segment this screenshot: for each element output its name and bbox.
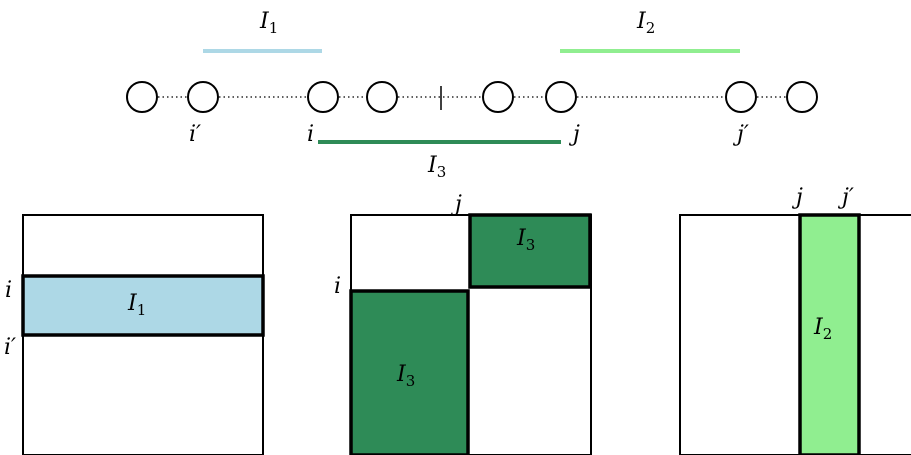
block-label-I1: I1: [127, 291, 146, 319]
node-circle: [545, 81, 577, 113]
interval-label-I2: I2: [636, 9, 655, 37]
block-I3-upper: [468, 213, 592, 289]
block-label-I3-upper: I3: [516, 226, 535, 254]
interval-label-I3: I3: [427, 153, 446, 181]
node-circle: [307, 81, 339, 113]
node-circle: [187, 81, 219, 113]
matrix-frame: [679, 214, 911, 455]
col-label-j-prime: j′: [837, 185, 854, 210]
row-label-i-prime: i′: [4, 335, 16, 360]
node-circle: [482, 81, 514, 113]
col-label-j: j: [791, 185, 803, 210]
matrix-rows-I1: I1 i i′: [4, 214, 265, 455]
block-I2: [798, 213, 861, 455]
index-label-i-prime: i′: [189, 122, 201, 147]
index-label-i: i: [307, 122, 314, 147]
col-label-j: j: [450, 192, 462, 217]
index-label-j-prime: j′: [732, 122, 749, 147]
index-label-j: j: [568, 122, 580, 147]
row-label-i: i: [5, 278, 12, 303]
matrix-blocks-I3: I3 I3 i j: [334, 192, 592, 455]
node-circle: [786, 81, 818, 113]
node-chain: [126, 81, 818, 113]
node-circle: [366, 81, 398, 113]
interval-label-I1: I1: [259, 9, 278, 37]
matrix-cols-I2: I2 j j′: [679, 185, 911, 455]
block-I1: [21, 274, 265, 337]
node-circle: [725, 81, 757, 113]
row-label-i: i: [334, 274, 341, 299]
block-label-I3-lower: I3: [396, 362, 415, 390]
node-circle: [126, 81, 158, 113]
block-I3-lower: [349, 289, 470, 455]
block-label-I2: I2: [813, 315, 832, 343]
